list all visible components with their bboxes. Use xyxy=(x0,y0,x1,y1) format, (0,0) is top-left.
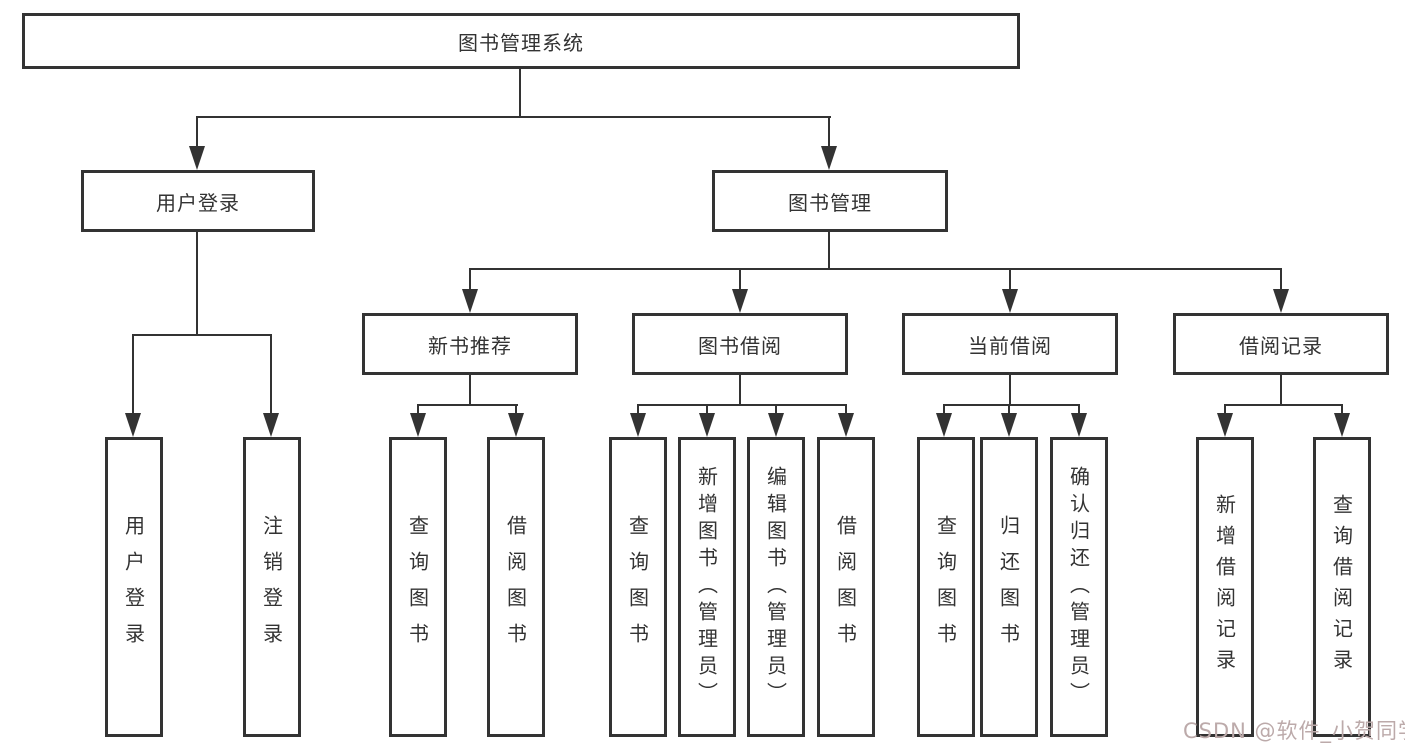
leaf-edit-books-admin: 编辑图书（管理员） xyxy=(747,437,805,737)
leaf-logout-login: 注销登录 xyxy=(243,437,301,737)
leaf-label: 用户登录 xyxy=(121,515,146,659)
arrow-down-icon xyxy=(838,413,854,437)
connector-hline xyxy=(469,268,1282,270)
leaf-label: 查询图书 xyxy=(405,515,430,659)
connector-hline xyxy=(637,404,847,406)
arrow-down-icon xyxy=(821,146,837,170)
connector-vline xyxy=(845,404,847,416)
arrow-down-icon xyxy=(189,146,205,170)
arrow-down-icon xyxy=(462,289,478,313)
connector-vline xyxy=(1280,268,1282,292)
node-library-management-system: 图书管理系统 xyxy=(22,13,1020,69)
leaf-add-borrow-record: 新增借阅记录 xyxy=(1196,437,1254,737)
leaf-borrow-books: 借阅图书 xyxy=(817,437,875,737)
arrow-down-icon xyxy=(1071,413,1087,437)
leaf-label: 注销登录 xyxy=(259,515,284,659)
connector-vline xyxy=(637,404,639,416)
connector-vline xyxy=(1078,404,1080,416)
arrow-down-icon xyxy=(1334,413,1350,437)
connector-vline xyxy=(1224,404,1226,416)
connector-vline xyxy=(515,404,517,416)
leaf-confirm-return-admin: 确认归还（管理员） xyxy=(1050,437,1108,737)
connector-vline xyxy=(196,116,198,148)
connector-vline xyxy=(1341,404,1343,416)
leaf-label: 新增图书（管理员） xyxy=(694,465,719,709)
connector-vline xyxy=(775,404,777,416)
connector-hline xyxy=(943,404,1080,406)
arrow-down-icon xyxy=(1001,413,1017,437)
connector-vline xyxy=(1008,404,1010,416)
arrow-down-icon xyxy=(732,289,748,313)
leaf-label: 借阅图书 xyxy=(833,515,858,659)
node-book-management: 图书管理 xyxy=(712,170,948,232)
leaf-label: 归还图书 xyxy=(996,515,1021,659)
node-user-login: 用户登录 xyxy=(81,170,315,232)
leaf-query-books-current: 查询图书 xyxy=(917,437,975,737)
arrow-down-icon xyxy=(768,413,784,437)
leaf-label: 借阅图书 xyxy=(503,515,528,659)
arrow-down-icon xyxy=(1002,289,1018,313)
connector-hline xyxy=(196,116,831,118)
node-new-book-recommendation: 新书推荐 xyxy=(362,313,578,375)
connector-vline xyxy=(1280,375,1282,406)
arrow-down-icon xyxy=(1217,413,1233,437)
connector-vline xyxy=(739,268,741,292)
leaf-borrow-books-recommend: 借阅图书 xyxy=(487,437,545,737)
connector-vline xyxy=(469,375,471,406)
leaf-add-books-admin: 新增图书（管理员） xyxy=(678,437,736,737)
leaf-return-books: 归还图书 xyxy=(980,437,1038,737)
connector-vline xyxy=(196,232,198,336)
arrow-down-icon xyxy=(1273,289,1289,313)
connector-vline xyxy=(469,268,471,292)
connector-vline xyxy=(270,334,272,416)
leaf-label: 新增借阅记录 xyxy=(1212,494,1237,680)
leaf-label: 查询借阅记录 xyxy=(1329,494,1354,680)
leaf-label: 编辑图书（管理员） xyxy=(763,465,788,709)
connector-vline xyxy=(1009,268,1011,292)
connector-hline xyxy=(417,404,518,406)
arrow-down-icon xyxy=(699,413,715,437)
leaf-query-books-recommend: 查询图书 xyxy=(389,437,447,737)
leaf-user-login: 用户登录 xyxy=(105,437,163,737)
connector-vline xyxy=(828,116,830,148)
arrow-down-icon xyxy=(263,413,279,437)
connector-hline xyxy=(132,334,272,336)
leaf-label: 查询图书 xyxy=(625,515,650,659)
connector-vline xyxy=(519,69,521,117)
node-borrowing-records: 借阅记录 xyxy=(1173,313,1389,375)
connector-vline xyxy=(828,232,830,270)
node-book-borrowing: 图书借阅 xyxy=(632,313,848,375)
csdn-watermark: CSDN @软件_小贺同学 xyxy=(1183,719,1405,743)
leaf-label: 查询图书 xyxy=(933,515,958,659)
connector-hline xyxy=(1224,404,1343,406)
arrow-down-icon xyxy=(410,413,426,437)
connector-vline xyxy=(417,404,419,416)
connector-vline xyxy=(706,404,708,416)
arrow-down-icon xyxy=(630,413,646,437)
leaf-query-borrow-record: 查询借阅记录 xyxy=(1313,437,1371,737)
node-current-borrowing: 当前借阅 xyxy=(902,313,1118,375)
arrow-down-icon xyxy=(125,413,141,437)
arrow-down-icon xyxy=(508,413,524,437)
connector-vline xyxy=(739,375,741,406)
leaf-query-books-borrow: 查询图书 xyxy=(609,437,667,737)
connector-vline xyxy=(943,404,945,416)
connector-vline xyxy=(1009,375,1011,406)
arrow-down-icon xyxy=(936,413,952,437)
connector-vline xyxy=(132,334,134,416)
leaf-label: 确认归还（管理员） xyxy=(1066,465,1091,709)
